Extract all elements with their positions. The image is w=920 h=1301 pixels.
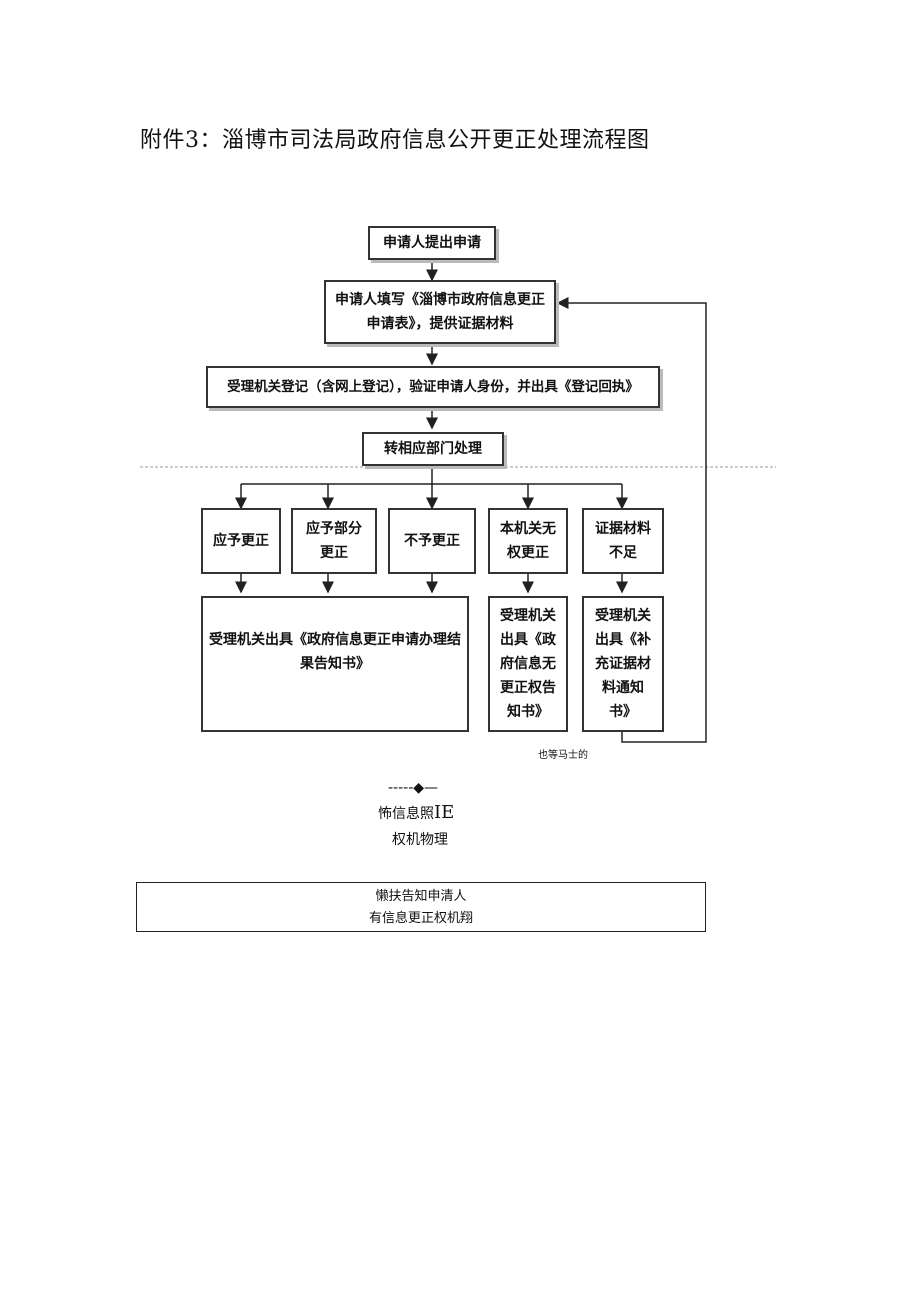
node-start: 申请人提出申请 xyxy=(368,226,496,260)
feedback-loop xyxy=(556,297,707,743)
fragment-text-line2: 权机物理 xyxy=(392,832,448,848)
node-register: 受理机关登记（含网上登记），验证申请人身份，并出具《登记回执》 xyxy=(206,366,660,408)
node-no-authority-notice: 受理机关 出具《政 府信息无 更正权告 知书》 xyxy=(488,596,568,732)
page-title: 附件3：淄博市司法局政府信息公开更正处理流程图 xyxy=(140,128,650,153)
node-result-notice: 受理机关出具《政府信息更正申请办理结 果告知书》 xyxy=(201,596,469,732)
branch-no-authority: 本机关无 权更正 xyxy=(488,508,568,574)
branch-insufficient-evidence: 证据材料 不足 xyxy=(582,508,664,574)
node-transfer: 转相应部门处理 xyxy=(362,432,504,466)
node-supplement-notice: 受理机关 出具《补 充证据材 料通知 书》 xyxy=(582,596,664,732)
node-fill-form: 申请人填写《淄博市政府信息更正 申请表》，提供证据材料 xyxy=(324,280,556,344)
fragment-arrow: -----◆— xyxy=(388,780,439,796)
branch-should-correct: 应予更正 xyxy=(201,508,281,574)
small-note: 也等马士的 xyxy=(538,750,588,761)
bottom-notice-box: 懒扶告知申清人 有信息更正权机翔 xyxy=(136,882,706,932)
branch-not-correct: 不予更正 xyxy=(388,508,476,574)
branch-partial-correct: 应予部分 更正 xyxy=(291,508,377,574)
fragment-text-line1: 怖信息照IE xyxy=(378,802,455,823)
